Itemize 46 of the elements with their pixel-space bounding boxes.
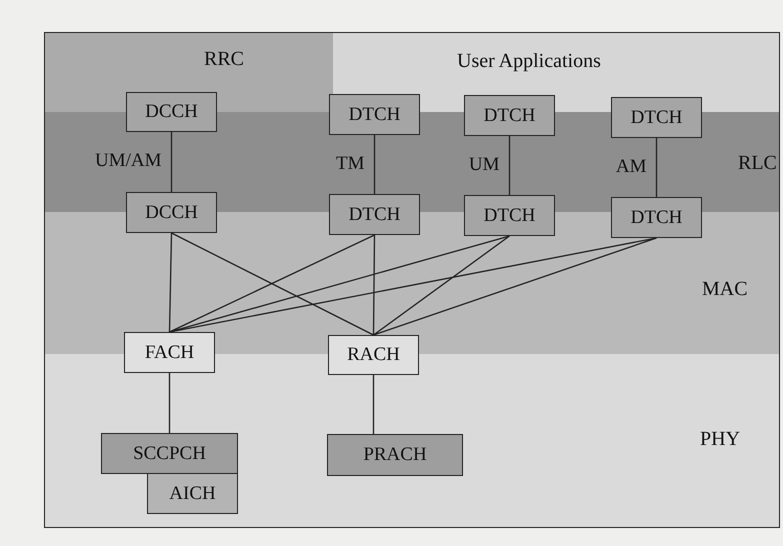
connector-line [508, 136, 510, 195]
layer-label: User Applications [457, 50, 601, 73]
connector-line [372, 235, 376, 335]
channel-label: DTCH [348, 104, 400, 126]
channel-box [327, 434, 463, 476]
channel-box [464, 195, 555, 236]
channel-box [126, 192, 217, 233]
layer-label: RLC [738, 152, 777, 175]
connector-line [656, 138, 658, 197]
channel-label: RACH [347, 344, 400, 366]
connector-line [374, 135, 376, 194]
channel-label: DCCH [145, 202, 198, 224]
channel-label: DCCH [145, 101, 198, 123]
channel-label: DTCH [484, 204, 536, 226]
channel-label: AICH [169, 482, 216, 504]
mode-label: UM/AM [94, 150, 162, 172]
mode-label: UM [468, 154, 500, 176]
channel-label: DTCH [630, 206, 682, 228]
channel-box [329, 94, 420, 135]
channel-box [611, 97, 702, 138]
channel-box [611, 197, 702, 238]
connector-line [169, 237, 657, 333]
channel-box [126, 92, 217, 132]
connector-line [372, 375, 374, 434]
connector-line [373, 237, 657, 336]
channel-label: SCCPCH [133, 442, 206, 464]
channel-box [101, 433, 238, 474]
channel-label: DTCH [348, 204, 400, 226]
channel-label: DTCH [630, 106, 682, 128]
channel-box [147, 473, 238, 514]
mode-label: AM [616, 156, 646, 178]
connector-line [168, 232, 172, 332]
connector-line [373, 235, 510, 336]
connector-line [168, 373, 170, 433]
mode-label: TM [336, 152, 364, 174]
channel-label: DTCH [484, 104, 536, 126]
channel-label: FACH [144, 342, 194, 364]
channel-box [464, 95, 555, 136]
channel-label: PRACH [363, 444, 427, 466]
connector-line [170, 132, 172, 192]
channel-box [124, 332, 215, 373]
channel-box [329, 194, 420, 235]
channel-box [328, 335, 419, 375]
layer-label: MAC [702, 278, 748, 301]
layer-label: RRC [204, 48, 244, 71]
layer-label: PHY [700, 428, 740, 451]
